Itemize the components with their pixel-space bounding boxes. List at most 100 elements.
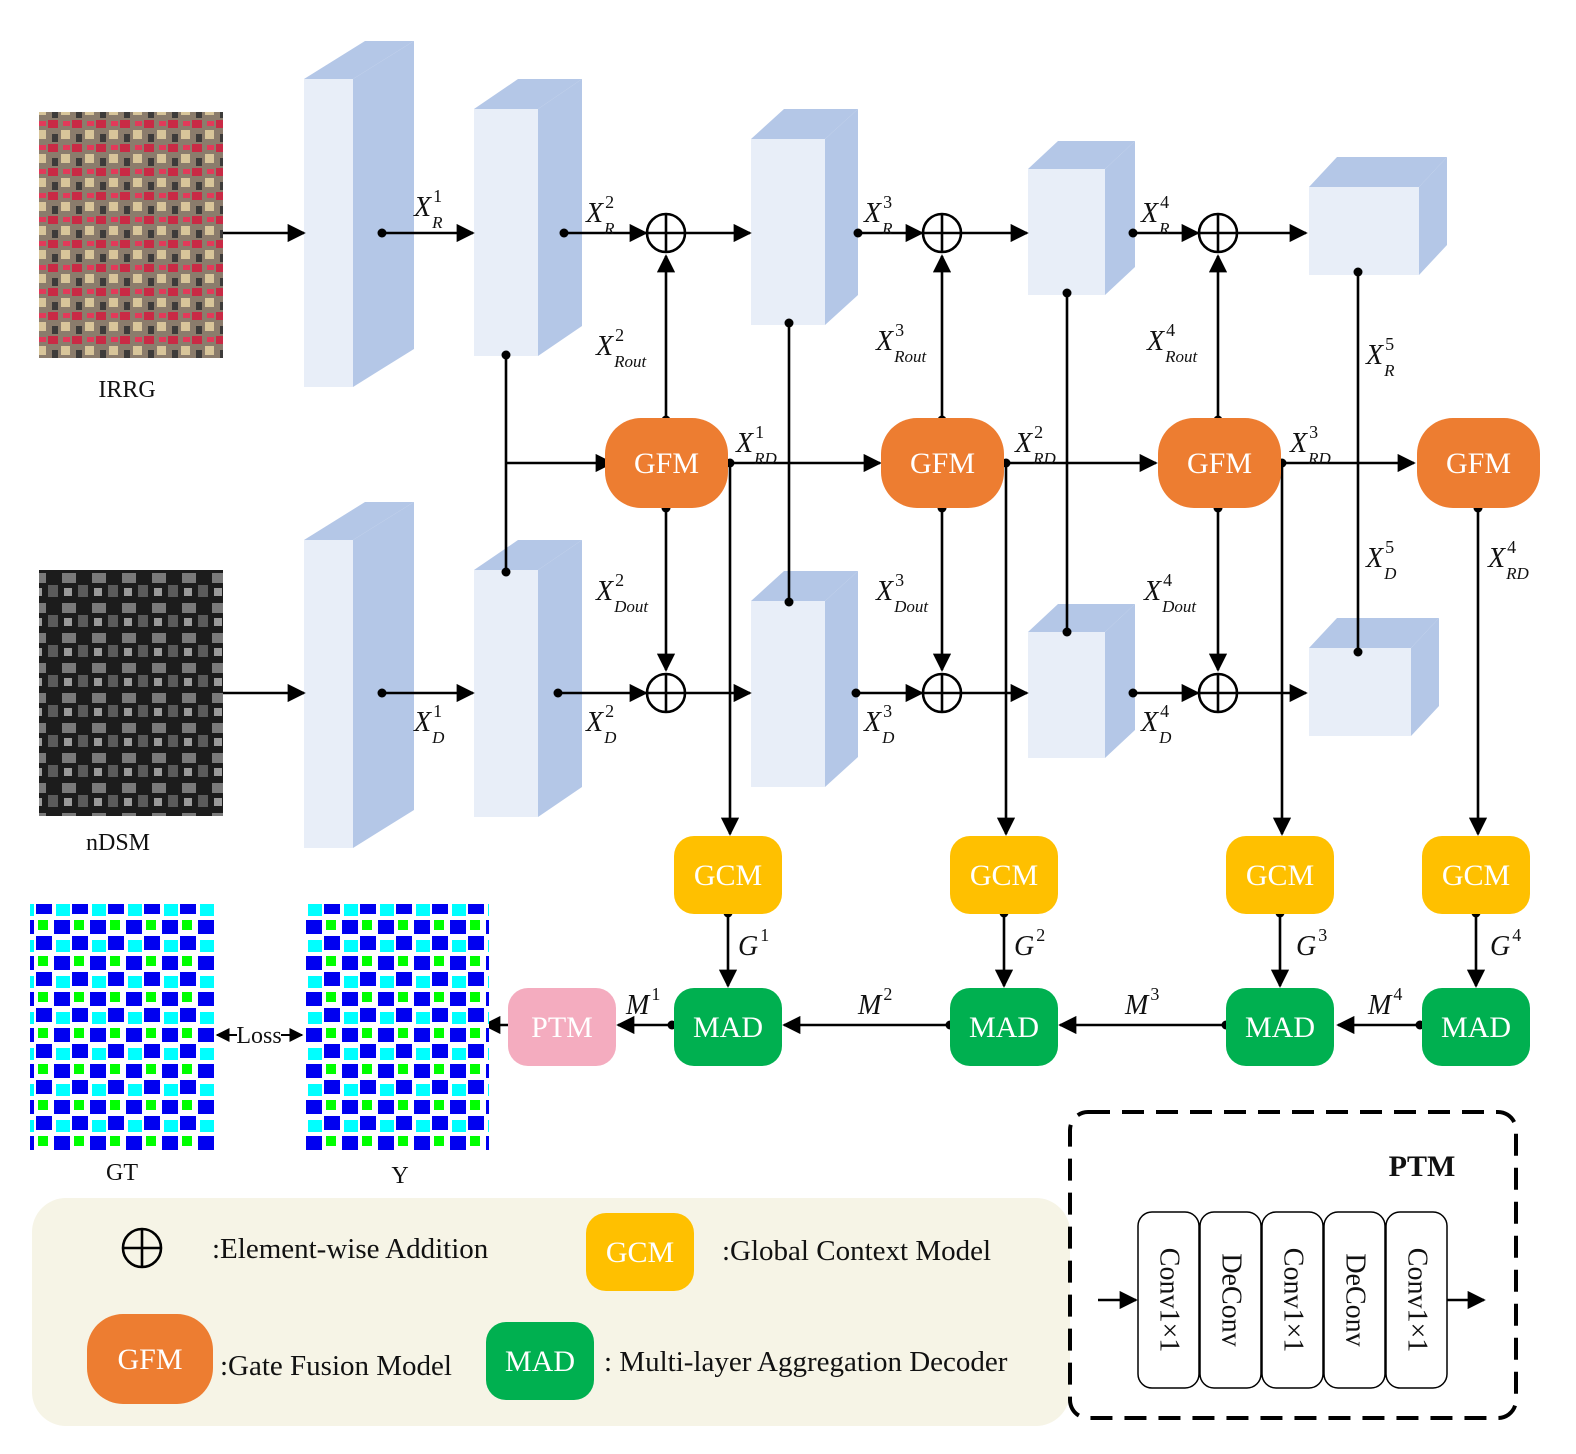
legend-gcm-text: :Global Context Model (722, 1235, 991, 1267)
ndsm-caption: nDSM (86, 830, 150, 856)
gt-image (30, 904, 215, 1150)
element-wise-addition-node (1197, 672, 1239, 714)
loss-label: Loss (236, 1023, 281, 1049)
junction-dot (377, 688, 387, 698)
svg-text:Conv1×1: Conv1×1 (1278, 1248, 1309, 1352)
ptm-module: PTM (508, 988, 616, 1066)
legend-addition-text: :Element-wise Addition (212, 1233, 489, 1265)
feature-block (304, 502, 414, 848)
feature-block (1028, 141, 1135, 295)
legend-addition-symbol (121, 1227, 163, 1269)
junction-dot (1062, 627, 1072, 637)
svg-text:Conv1×1: Conv1×1 (1154, 1248, 1185, 1352)
gcm-label: GCM (694, 859, 762, 892)
gfm-label: GFM (634, 447, 699, 480)
ptm-panel-title: PTM (1389, 1150, 1456, 1183)
junction-dot (784, 597, 794, 607)
feature-blocks (304, 41, 1447, 848)
mad-label: MAD (969, 1011, 1039, 1044)
feature-block (1309, 618, 1439, 736)
mad-module: MAD (950, 988, 1058, 1066)
gfm-label: GFM (1187, 447, 1252, 480)
y-image (304, 904, 489, 1150)
junction-dot (1062, 288, 1072, 298)
y-caption: Y (391, 1163, 408, 1189)
gcm-label: GCM (1442, 859, 1510, 892)
junction-dot (853, 228, 863, 238)
ptm-layer: Conv1×1 (1385, 1211, 1448, 1389)
feature-block (474, 79, 582, 356)
feature-block (751, 109, 858, 325)
element-wise-addition-node (921, 212, 963, 254)
junction-dot (1353, 267, 1363, 277)
gfm-module: GFM (605, 418, 728, 508)
feature-block (751, 571, 858, 787)
junction-dot (501, 567, 511, 577)
gcm-label: GCM (970, 859, 1038, 892)
feature-block (1309, 157, 1447, 275)
element-wise-addition-node (645, 672, 687, 714)
addition-nodes (645, 212, 1239, 714)
feature-block (474, 540, 582, 817)
loss-connector: Loss (215, 1023, 304, 1049)
junction-dot (1353, 647, 1363, 657)
element-wise-addition-node (1197, 212, 1239, 254)
junction-dot (1128, 228, 1138, 238)
gfm-label: GFM (910, 447, 975, 480)
element-wise-addition-node (921, 672, 963, 714)
gfm-module: GFM (1158, 418, 1281, 508)
legend-mad-text: : Multi-layer Aggregation Decoder (604, 1346, 1008, 1378)
ndsm-image (39, 570, 223, 816)
gcm-module: GCM (674, 836, 782, 914)
irrg-image (39, 112, 223, 358)
junction-dot (553, 688, 563, 698)
gcm-label: GCM (1246, 859, 1314, 892)
legend-gcm-box: GCM (586, 1213, 694, 1291)
ptm-panel: PTM Conv1×1 DeConv Conv1×1 DeConv Conv1×1 (1068, 1110, 1518, 1420)
feature-block (1028, 604, 1135, 758)
irrg-caption: IRRG (98, 377, 155, 403)
element-wise-addition-node (645, 212, 687, 254)
legend: :Element-wise Addition GCM :Global Conte… (32, 1198, 1070, 1426)
mad-label: MAD (1245, 1011, 1315, 1044)
junction-dot (851, 688, 861, 698)
feature-block (304, 41, 414, 387)
svg-text:DeConv: DeConv (1216, 1253, 1247, 1346)
svg-text:MAD: MAD (505, 1345, 575, 1378)
junction-dot (501, 350, 511, 360)
gt-caption: GT (106, 1160, 138, 1186)
gcm-module: GCM (1226, 836, 1334, 914)
ptm-layer: Conv1×1 (1137, 1211, 1200, 1389)
connection-lines (223, 223, 1488, 1035)
gfm-label: GFM (1446, 447, 1511, 480)
legend-gfm-box: GFM (87, 1314, 213, 1404)
gfm-module: GFM (881, 418, 1004, 508)
svg-text:GFM: GFM (117, 1343, 182, 1376)
svg-text:DeConv: DeConv (1340, 1253, 1371, 1346)
junction-dot (559, 228, 569, 238)
ptm-layer: Conv1×1 (1261, 1211, 1324, 1389)
